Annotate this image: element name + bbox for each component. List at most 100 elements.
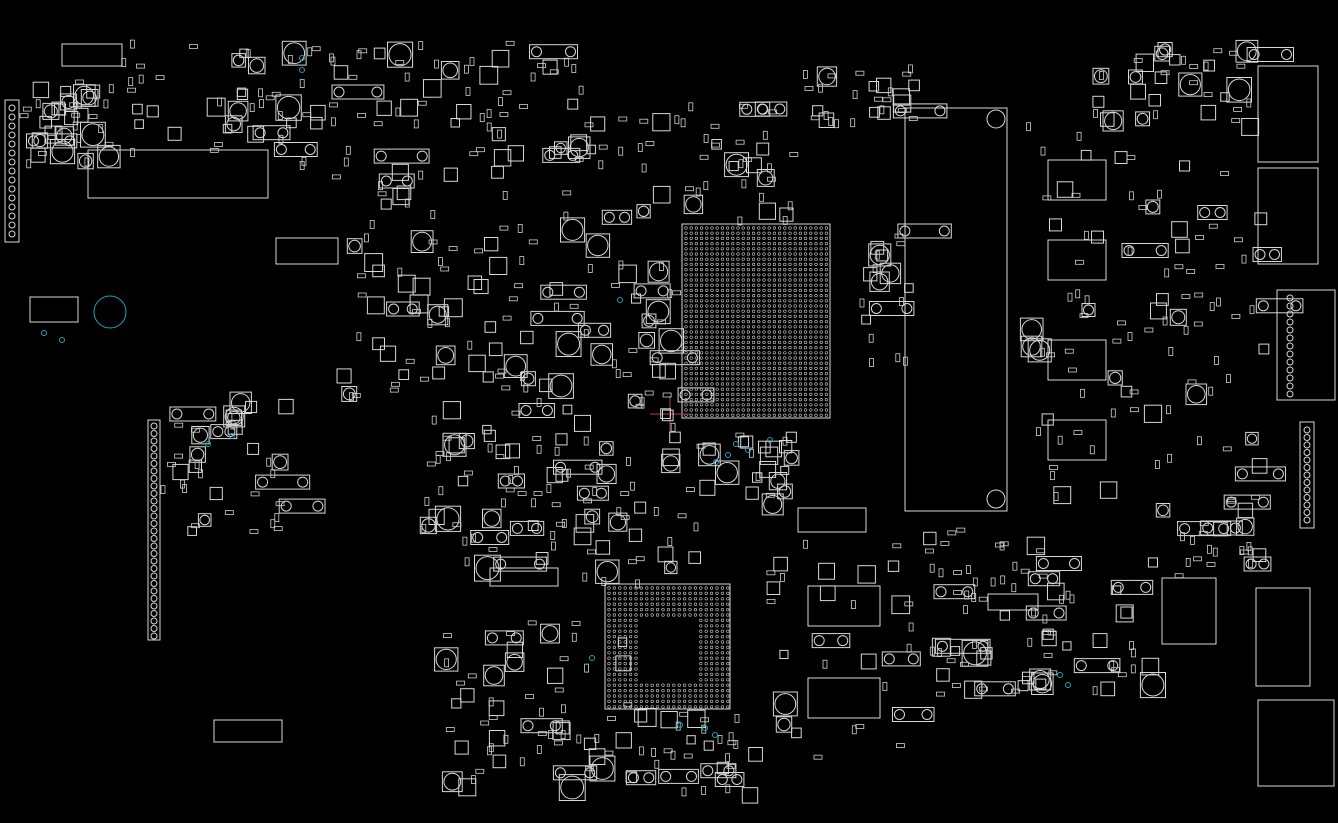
electrolytic-cap[interactable] [54,126,75,146]
smd-passive[interactable] [908,622,914,632]
smd-passive[interactable] [495,454,505,460]
smd-passive[interactable] [782,436,788,446]
small-ic[interactable] [758,202,776,220]
smd-passive[interactable] [1167,453,1172,463]
small-ic[interactable] [1150,302,1167,320]
smd-passive[interactable] [872,264,878,274]
electrolytic-cap[interactable] [483,664,505,687]
smd-passive[interactable] [1162,316,1168,326]
smd-passive[interactable] [554,687,564,693]
smd-passive[interactable] [895,353,901,363]
smd-passive[interactable] [88,114,98,119]
inductor-part[interactable] [252,125,291,141]
smd-passive[interactable] [727,740,737,746]
electrolytic-cap[interactable] [197,513,212,527]
rear-header[interactable] [1299,421,1315,529]
smd-passive[interactable] [503,734,509,744]
smd-passive[interactable] [925,548,934,554]
smd-passive[interactable] [1133,58,1143,63]
smd-passive[interactable] [1011,583,1017,593]
smd-passive[interactable] [1110,408,1116,418]
smd-passive[interactable] [1129,389,1139,395]
smd-passive[interactable] [413,119,419,129]
smd-passive[interactable] [345,145,351,155]
electrolytic-cap[interactable] [442,432,467,457]
small-ic[interactable] [146,105,159,118]
bottom-connector[interactable] [213,719,283,743]
smd-passive[interactable] [189,44,198,49]
small-ic[interactable] [549,282,564,296]
small-ic[interactable] [716,761,730,775]
electrolytic-cap[interactable] [1102,110,1124,132]
smd-passive[interactable] [539,707,544,717]
smd-passive[interactable] [274,513,280,522]
small-ic[interactable] [618,264,637,284]
smd-passive[interactable] [639,746,644,756]
electrolytic-cap[interactable] [869,271,890,292]
dram-chip-3[interactable] [1047,339,1107,381]
small-ic[interactable] [442,401,461,420]
smd-passive[interactable] [587,549,596,555]
smd-passive[interactable] [1071,192,1081,198]
small-ic[interactable] [964,680,983,699]
small-ic[interactable] [547,667,564,684]
inductor-part[interactable] [518,403,555,418]
smd-passive[interactable] [1131,648,1136,658]
smd-passive[interactable] [104,141,114,147]
electrolytic-cap[interactable] [638,332,655,349]
smd-passive[interactable] [537,63,546,68]
electrolytic-cap[interactable] [590,343,613,366]
electrolytic-cap[interactable] [661,453,681,474]
small-ic[interactable] [745,486,759,500]
small-ic[interactable] [860,653,877,670]
smd-passive[interactable] [1222,446,1232,452]
small-ic[interactable] [1041,413,1054,426]
small-ic[interactable] [1056,181,1074,198]
smd-passive[interactable] [1042,614,1048,624]
smd-passive[interactable] [578,85,584,95]
smd-passive[interactable] [275,501,285,507]
smd-passive[interactable] [299,160,305,170]
smd-passive[interactable] [1234,237,1243,243]
smd-passive[interactable] [508,474,514,484]
smd-passive[interactable] [598,144,608,150]
small-ic[interactable] [505,443,520,459]
small-ic[interactable] [458,778,477,797]
small-ic[interactable] [1099,481,1118,499]
inductor-part[interactable] [576,485,609,501]
small-ic[interactable] [167,126,182,141]
small-ic[interactable] [1041,631,1057,647]
small-ic[interactable] [950,646,961,656]
smd-passive[interactable] [532,436,542,441]
smd-passive[interactable] [1012,561,1018,571]
smd-passive[interactable] [421,524,427,533]
smd-passive[interactable] [735,139,745,145]
smd-passive[interactable] [711,142,720,148]
smd-passive[interactable] [348,74,358,80]
smd-passive[interactable] [71,112,81,118]
electrolytic-cap[interactable] [641,313,657,329]
small-ic[interactable] [1251,458,1268,474]
smd-passive[interactable] [1042,195,1052,201]
smd-passive[interactable] [637,143,643,152]
inductor-part[interactable] [1035,556,1082,571]
smd-passive[interactable] [511,410,521,416]
small-ic[interactable] [468,354,486,373]
inductor-part[interactable] [273,142,318,157]
small-ic[interactable] [818,112,835,128]
smd-passive[interactable] [1190,536,1195,545]
inductor-part[interactable] [1121,243,1169,258]
smd-passive[interactable] [1126,155,1136,160]
smd-passive[interactable] [1181,294,1191,299]
smd-passive[interactable] [434,59,439,69]
smd-passive[interactable] [506,631,515,636]
smd-passive[interactable] [517,491,527,496]
smd-passive[interactable] [499,112,509,117]
smd-passive[interactable] [1059,594,1064,604]
small-ic[interactable] [818,562,835,580]
electrolytic-cap[interactable] [271,453,289,471]
smd-passive[interactable] [956,527,966,533]
small-ic[interactable] [1100,112,1115,127]
smd-passive[interactable] [594,734,600,743]
